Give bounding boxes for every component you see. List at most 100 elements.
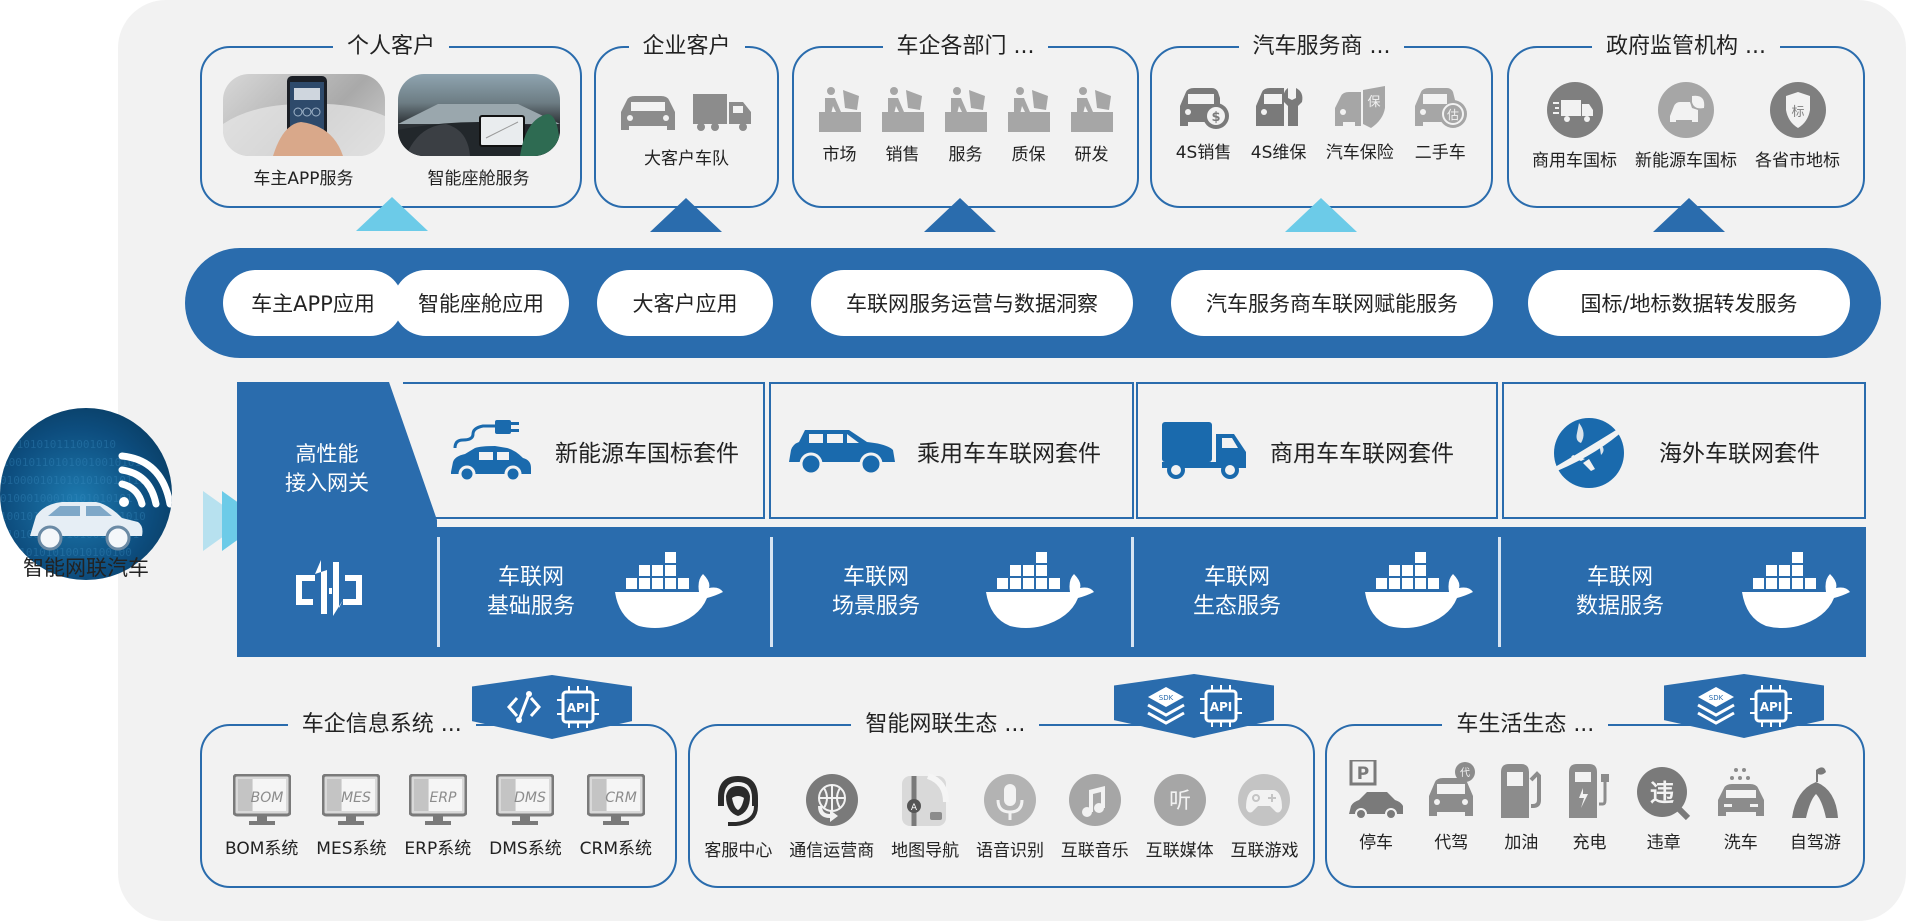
- item-label: 互联游戏: [1230, 841, 1299, 861]
- svg-text:MES: MES: [341, 790, 371, 806]
- item-label: 4S销售: [1175, 143, 1232, 163]
- item-label: 语音识别: [975, 841, 1044, 861]
- item-4s-maintenance[interactable]: 4S维保: [1251, 86, 1306, 163]
- item-dept-rnd[interactable]: 研发: [1070, 86, 1113, 165]
- svg-text:标: 标: [1791, 105, 1804, 120]
- group-enterprise-customers: 企业客户 大客户车队: [594, 32, 779, 208]
- svg-text:SDK: SDK: [1709, 694, 1724, 702]
- item-refuel[interactable]: 加油: [1499, 760, 1543, 853]
- item-dms-system[interactable]: DMS DMS系统: [489, 774, 562, 859]
- kit-overseas[interactable]: 海外车联网套件: [1502, 382, 1866, 519]
- item-parking[interactable]: P 停车: [1349, 760, 1404, 853]
- item-mes-system[interactable]: MES MES系统: [316, 774, 387, 859]
- pill-dealer-enablement[interactable]: 汽车服务商车联网赋能服务: [1171, 270, 1493, 336]
- car-insurance-shield-icon: 保: [1334, 86, 1385, 128]
- item-label: 研发: [1074, 145, 1109, 165]
- suv-car-icon: [789, 429, 895, 474]
- item-label: 自驾游: [1789, 833, 1841, 853]
- pill-car-app[interactable]: 车主APP应用: [223, 270, 403, 336]
- service-scenario[interactable]: 车联网场景服务: [770, 537, 1131, 647]
- item-map-navigation[interactable]: A 地图导航: [891, 772, 959, 861]
- platform-services-band: 车联网基础服务 车联网场景服务 车联网生态服务 车联网数据服务: [437, 527, 1866, 657]
- service-ecosystem[interactable]: 车联网生态服务: [1131, 537, 1498, 647]
- item-label: 市场: [822, 145, 857, 165]
- service-label: 车联网生态服务: [1192, 565, 1281, 619]
- svg-text:100101101010010010101: 100101101010010010101: [2, 456, 141, 469]
- group-title: 车企信息系统 ...: [287, 710, 476, 740]
- item-4s-sales[interactable]: $ 4S销售: [1175, 86, 1232, 163]
- item-erp-system[interactable]: ERP ERP系统: [404, 774, 471, 859]
- item-car-app-service[interactable]: 车主APP服务: [222, 74, 385, 189]
- service-data[interactable]: 车联网数据服务: [1498, 537, 1866, 647]
- truck-icon: [1162, 421, 1246, 479]
- item-label: 停车: [1359, 833, 1394, 853]
- item-connected-media[interactable]: 听 互联媒体: [1146, 772, 1214, 861]
- item-customer-service[interactable]: 客服中心: [704, 772, 772, 861]
- item-dept-sales[interactable]: 销售: [881, 86, 924, 165]
- service-label: 车联网数据服务: [1575, 565, 1664, 619]
- item-dept-service[interactable]: 服务: [944, 86, 987, 165]
- kit-passenger-car[interactable]: 乘用车车联网套件: [769, 382, 1134, 519]
- listen-icon: 听: [1153, 774, 1206, 826]
- item-connected-games[interactable]: 互联游戏: [1230, 772, 1298, 861]
- item-dept-quality[interactable]: 质保: [1007, 86, 1050, 165]
- item-label: 商用车国标: [1532, 151, 1617, 171]
- svg-text:1010101010010100100: 1010101010010100100: [6, 546, 132, 559]
- item-voice-recognition[interactable]: 语音识别: [976, 772, 1044, 861]
- item-telecom-operator[interactable]: 通信运营商: [789, 772, 874, 861]
- item-commercial-standard[interactable]: 商用车国标: [1532, 82, 1617, 171]
- svg-text:A: A: [911, 803, 918, 813]
- item-label: 服务: [948, 145, 983, 165]
- headset-agent-icon: [718, 776, 759, 826]
- music-note-icon: [1068, 774, 1121, 826]
- pill-smart-cockpit[interactable]: 智能座舱应用: [393, 270, 569, 336]
- item-label: 大客户车队: [644, 149, 729, 169]
- pill-fleet-app[interactable]: 大客户应用: [597, 270, 773, 336]
- car-appraisal-icon: 估: [1415, 88, 1468, 128]
- item-crm-system[interactable]: CRM CRM系统: [580, 774, 652, 859]
- sdk-layers-icon: SDK: [1697, 687, 1735, 725]
- item-violations[interactable]: 违 违章: [1636, 760, 1692, 853]
- group-title: 车企各部门 ...: [882, 32, 1049, 62]
- item-dept-marketing[interactable]: 市场: [818, 86, 861, 165]
- globe-plane-icon: [1554, 417, 1625, 488]
- item-road-trip[interactable]: 自驾游: [1790, 760, 1841, 853]
- svg-text:听: 听: [1169, 789, 1191, 814]
- item-label: 汽车保险: [1325, 143, 1394, 163]
- item-used-cars[interactable]: 估 二手车: [1413, 86, 1468, 163]
- item-label: 违章: [1646, 833, 1681, 853]
- kit-label: 乘用车车联网套件: [917, 440, 1101, 467]
- service-label: 车联网场景服务: [831, 565, 920, 619]
- gateway-label: 高性能 接入网关: [237, 440, 417, 498]
- item-car-insurance[interactable]: 保 汽车保险: [1326, 86, 1394, 163]
- kit-nev-standard[interactable]: 新能源车国标套件: [403, 382, 765, 519]
- item-fleet[interactable]: 大客户车队: [617, 92, 757, 169]
- gateway-label-line1: 高性能: [295, 442, 359, 466]
- kit-label: 新能源车国标套件: [555, 440, 739, 467]
- item-bom-system[interactable]: BOM BOM系统: [225, 774, 298, 859]
- connected-car-label: 智能网联汽车: [23, 556, 149, 580]
- item-connected-music[interactable]: 互联音乐: [1061, 772, 1129, 861]
- gamepad-icon: [1238, 774, 1291, 826]
- pill-iov-operations[interactable]: 车联网服务运营与数据洞察: [811, 270, 1133, 336]
- connected-car-wifi-icon: 0101010111001010 100101101010010010101 0…: [0, 438, 172, 559]
- item-charging[interactable]: 充电: [1567, 760, 1611, 853]
- item-car-wash[interactable]: 洗车: [1716, 760, 1766, 853]
- smart-cockpit-photo: [397, 74, 560, 156]
- up-arrow-enterprise: [650, 198, 722, 232]
- svg-text:DMS: DMS: [515, 790, 547, 806]
- group-title: 智能网联生态 ...: [851, 710, 1040, 740]
- fleet-car-truck-icon: [620, 94, 751, 131]
- service-basic[interactable]: 车联网基础服务: [437, 537, 770, 647]
- kit-commercial-vehicle[interactable]: 商用车车联网套件: [1136, 382, 1498, 519]
- item-label: MES系统: [316, 839, 387, 859]
- pill-standard-forwarding[interactable]: 国标/地标数据转发服务: [1528, 270, 1850, 336]
- item-smart-cockpit-service[interactable]: 智能座舱服务: [397, 74, 560, 189]
- item-nev-standard[interactable]: 新能源车国标: [1635, 82, 1737, 171]
- item-local-standard[interactable]: 标 各省市地标: [1755, 82, 1840, 171]
- group-enterprise-systems: 车企信息系统 ... BOM BOM系统 MES MES系统 ERP ERP系统…: [200, 710, 677, 888]
- item-chauffeur[interactable]: 代 代驾: [1427, 760, 1476, 853]
- item-label: ERP系统: [404, 839, 472, 859]
- up-arrow-departments: [924, 198, 996, 232]
- item-label: 充电: [1572, 833, 1607, 853]
